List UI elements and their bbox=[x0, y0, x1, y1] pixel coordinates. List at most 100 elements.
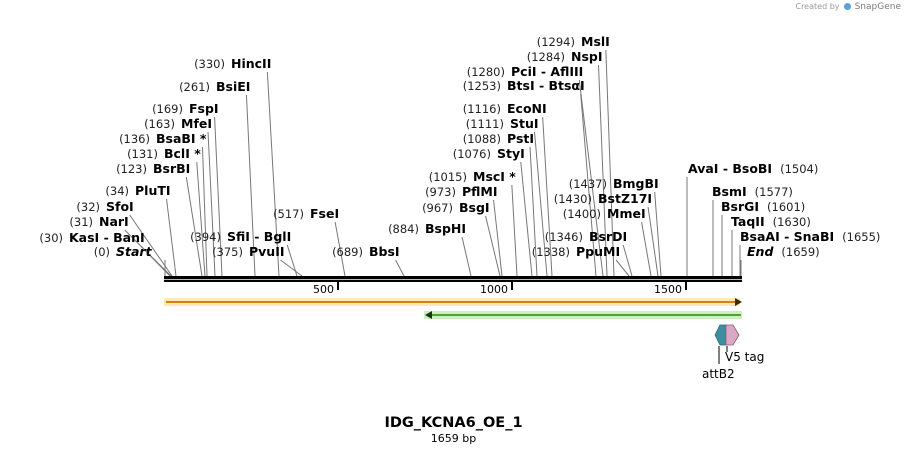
site-position-start: (0) bbox=[94, 245, 110, 259]
site-position-bstz17i: (1430) bbox=[554, 192, 592, 206]
site-position-styi: (1076) bbox=[453, 147, 491, 161]
site-name-stui[interactable]: StuI bbox=[510, 116, 539, 131]
attB2-feature-icon[interactable] bbox=[714, 324, 727, 346]
site-name-msci[interactable]: MscI * bbox=[473, 169, 516, 184]
site-name-bcli[interactable]: BclI * bbox=[164, 146, 201, 161]
site-name-bsrbi[interactable]: BsrBI bbox=[153, 161, 190, 176]
site-leader-bsabi bbox=[201, 146, 208, 277]
site-name-hincii[interactable]: HincII bbox=[231, 56, 271, 71]
site-name-pluti[interactable]: PluTI bbox=[135, 183, 171, 198]
tick-label-500: 500 bbox=[313, 283, 334, 296]
site-name-sfoi[interactable]: SfoI bbox=[106, 199, 134, 214]
site-position-ppumi: (1338) bbox=[532, 245, 570, 259]
site-name-econi[interactable]: EcoNI bbox=[507, 101, 547, 116]
site-position-end: (1659) bbox=[781, 245, 819, 259]
site-leader-bcli bbox=[196, 161, 206, 277]
site-position-nspi: (1284) bbox=[527, 50, 565, 64]
site-name-pflmi[interactable]: PflMI bbox=[462, 184, 498, 199]
site-position-fsei: (517) bbox=[273, 207, 304, 221]
tick-label-1000: 1000 bbox=[480, 283, 508, 296]
site-leader-bsgi bbox=[485, 215, 501, 277]
site-position-pvuii: (375) bbox=[212, 245, 243, 259]
site-name-end[interactable]: End bbox=[747, 244, 774, 259]
site-position-fspi: (169) bbox=[152, 102, 183, 116]
site-name-bsrdi[interactable]: BsrDI bbox=[589, 229, 627, 244]
v5-tag-feature-icon[interactable] bbox=[725, 324, 740, 346]
site-leader-nspi bbox=[598, 64, 608, 277]
site-leader-btsi-bts-i bbox=[580, 93, 597, 277]
site-leader-bsrdi bbox=[622, 244, 633, 277]
sequence-backbone-gap bbox=[164, 279, 742, 280]
site-position-msci: (1015) bbox=[429, 170, 467, 184]
site-leader-msli bbox=[605, 49, 615, 277]
site-leader-pvuii bbox=[280, 259, 303, 277]
site-leader-sfoi bbox=[129, 214, 173, 277]
green-feature-arrowhead bbox=[425, 311, 432, 319]
site-labels: Start(0)KasI - BanI(30)NarI(31)SfoI(32)P… bbox=[39, 34, 880, 259]
orange-feature-arrowhead bbox=[735, 298, 742, 306]
site-name-bsaai-snabi[interactable]: BsaAI - SnaBI bbox=[740, 229, 834, 244]
site-leader-bsrbi bbox=[185, 176, 203, 277]
site-name-psti[interactable]: PstI bbox=[507, 131, 534, 146]
site-name-bsiei[interactable]: BsiEI bbox=[216, 79, 250, 94]
site-leader-mmei bbox=[641, 221, 652, 277]
site-position-kasi-bani: (30) bbox=[39, 231, 63, 245]
sequence-backbone-bottom bbox=[164, 280, 742, 282]
site-name-bstz17i[interactable]: BstZ17I bbox=[598, 191, 652, 206]
v5-tag-label: V5 tag bbox=[725, 350, 764, 364]
site-leader-fspi bbox=[214, 116, 223, 277]
site-name-taqii[interactable]: TaqII bbox=[731, 214, 765, 229]
site-leader-pcii-afliii bbox=[578, 79, 604, 277]
site-name-bsgi[interactable]: BsgI bbox=[459, 200, 490, 215]
site-leader-mfei bbox=[207, 131, 216, 277]
site-name-pvuii[interactable]: PvuII bbox=[249, 244, 285, 259]
site-name-kasi-bani[interactable]: KasI - BanI bbox=[69, 230, 145, 245]
site-position-bsrdi: (1346) bbox=[545, 230, 583, 244]
site-name-styi[interactable]: StyI bbox=[497, 146, 525, 161]
site-name-msli[interactable]: MslI bbox=[581, 34, 610, 49]
site-leader-lines bbox=[124, 49, 742, 277]
attB2-label: attB2 bbox=[702, 367, 735, 381]
construct-length: 1659 bp bbox=[430, 432, 477, 445]
site-name-pcii-afliii[interactable]: PciI - AflIII bbox=[511, 64, 583, 79]
site-name-fspi[interactable]: FspI bbox=[189, 101, 219, 116]
site-position-bbsi: (689) bbox=[332, 245, 363, 259]
site-leader-bstz17i bbox=[647, 206, 659, 277]
site-name-start[interactable]: Start bbox=[116, 244, 153, 259]
site-name-btsi-bts-i[interactable]: BtsI - BtsαI bbox=[507, 78, 585, 93]
site-name-sfii-bgli[interactable]: SfiI - BglI bbox=[227, 229, 291, 244]
site-name-bmgbi[interactable]: BmgBI bbox=[613, 176, 659, 191]
site-position-psti: (1088) bbox=[463, 132, 501, 146]
site-name-mfei[interactable]: MfeI bbox=[181, 116, 212, 131]
site-name-bsphi[interactable]: BspHI bbox=[425, 221, 466, 236]
site-name-avai-bsobi[interactable]: AvaI - BsoBI bbox=[688, 161, 772, 176]
site-leader-ppumi bbox=[615, 259, 630, 277]
site-name-bsrgi[interactable]: BsrGI bbox=[721, 199, 759, 214]
site-position-sfii-bgli: (394) bbox=[190, 230, 221, 244]
site-position-pluti: (34) bbox=[105, 184, 129, 198]
site-position-pflmi: (973) bbox=[425, 185, 456, 199]
site-position-bsrgi: (1601) bbox=[767, 200, 805, 214]
site-position-bsrbi: (123) bbox=[116, 162, 147, 176]
site-position-bsmi: (1577) bbox=[755, 185, 793, 199]
site-position-pcii-afliii: (1280) bbox=[467, 65, 505, 79]
site-name-nari[interactable]: NarI bbox=[99, 214, 129, 229]
site-name-bsabi[interactable]: BsaBI * bbox=[156, 131, 207, 146]
site-position-econi: (1116) bbox=[463, 102, 501, 116]
site-leader-stui bbox=[534, 131, 548, 277]
site-leader-bsphi bbox=[461, 236, 472, 277]
tick-label-1500: 1500 bbox=[654, 283, 682, 296]
site-name-bsmi[interactable]: BsmI bbox=[712, 184, 747, 199]
snapgene-logo-icon bbox=[844, 3, 852, 10]
site-name-bbsi[interactable]: BbsI bbox=[369, 244, 400, 259]
site-position-bsiei: (261) bbox=[179, 80, 210, 94]
site-position-bsabi: (136) bbox=[119, 132, 150, 146]
site-position-btsi-bts-i: (1253) bbox=[463, 79, 501, 93]
site-name-ppumi[interactable]: PpuMI bbox=[576, 244, 620, 259]
site-name-mmei[interactable]: MmeI bbox=[607, 206, 646, 221]
site-name-nspi[interactable]: NspI bbox=[571, 49, 603, 64]
site-name-fsei[interactable]: FseI bbox=[310, 206, 339, 221]
site-leader-pluti bbox=[166, 198, 177, 277]
site-position-stui: (1111) bbox=[466, 117, 504, 131]
